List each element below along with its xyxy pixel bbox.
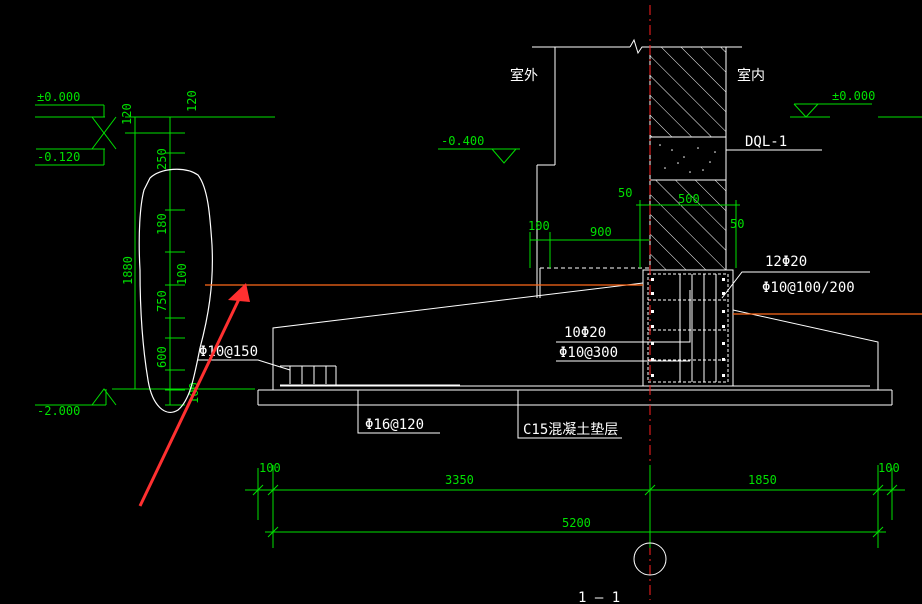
dim-b-1850: 1850 [748,473,777,487]
dim-v-180: 180 [155,213,169,235]
column-rebar-cage [642,269,734,387]
level-left-bottom: -2.000 [37,404,80,418]
dim-b-100-right: 100 [878,461,900,475]
level-markers [438,103,922,164]
label-outside: 室外 [510,67,538,84]
label-bottom-bar: Φ16@120 [365,417,424,433]
dim-v-600: 600 [155,346,169,368]
level-left-mid: -0.120 [37,150,80,164]
label-col-rebar-main: 12Φ20 [765,254,807,270]
level-right-top: ±0.000 [832,89,875,103]
left-vertical-dimensions [35,104,275,406]
dim-50-a: 50 [618,186,632,200]
label-wall-beam: DQL-1 [745,134,787,150]
dim-v-total: 1880 [121,256,135,285]
top-bar-ticks [289,366,327,384]
dim-v-250: 250 [155,148,169,170]
footing [257,282,893,406]
column-dimensions [529,200,740,268]
section-title: 1 — 1 [578,590,620,604]
dim-50-b: 50 [730,217,744,231]
dim-v-100: 100 [175,263,189,285]
dim-v-750: 750 [155,290,169,312]
rebar-leaders [197,271,870,439]
label-col-rebar-stirrup: Φ10@100/200 [762,280,855,296]
dim-100-mid: 100 [528,219,550,233]
level-left-top: ±0.000 [37,90,80,104]
dim-v-120: 120 [120,103,134,125]
dim-b-5200: 5200 [562,516,591,530]
freehand-highlight-loop [138,168,213,413]
axis-bubble [633,542,667,576]
label-top-bar: Φ10@150 [199,344,258,360]
label-beam-rebar-main: 10Φ20 [564,325,606,341]
level-mid-outside: -0.400 [441,134,484,148]
red-arrow-annotation [138,283,250,507]
dim-900: 900 [590,225,612,239]
label-beam-rebar-stirrup: Φ10@300 [559,345,618,361]
label-cushion: C15混凝土垫层 [523,422,618,438]
column-rebar-dots [651,278,725,377]
bottom-dimensions [245,465,905,548]
dim-500: 500 [678,192,700,206]
wall-structure [532,38,822,298]
dim-b-3350: 3350 [445,473,474,487]
dim-b-100-left: 100 [259,461,281,475]
dim-v-120-top: 120 [185,90,199,112]
beam-concrete-speckles [659,144,716,173]
label-inside: 室内 [737,67,765,84]
highlight-lines [205,284,922,315]
